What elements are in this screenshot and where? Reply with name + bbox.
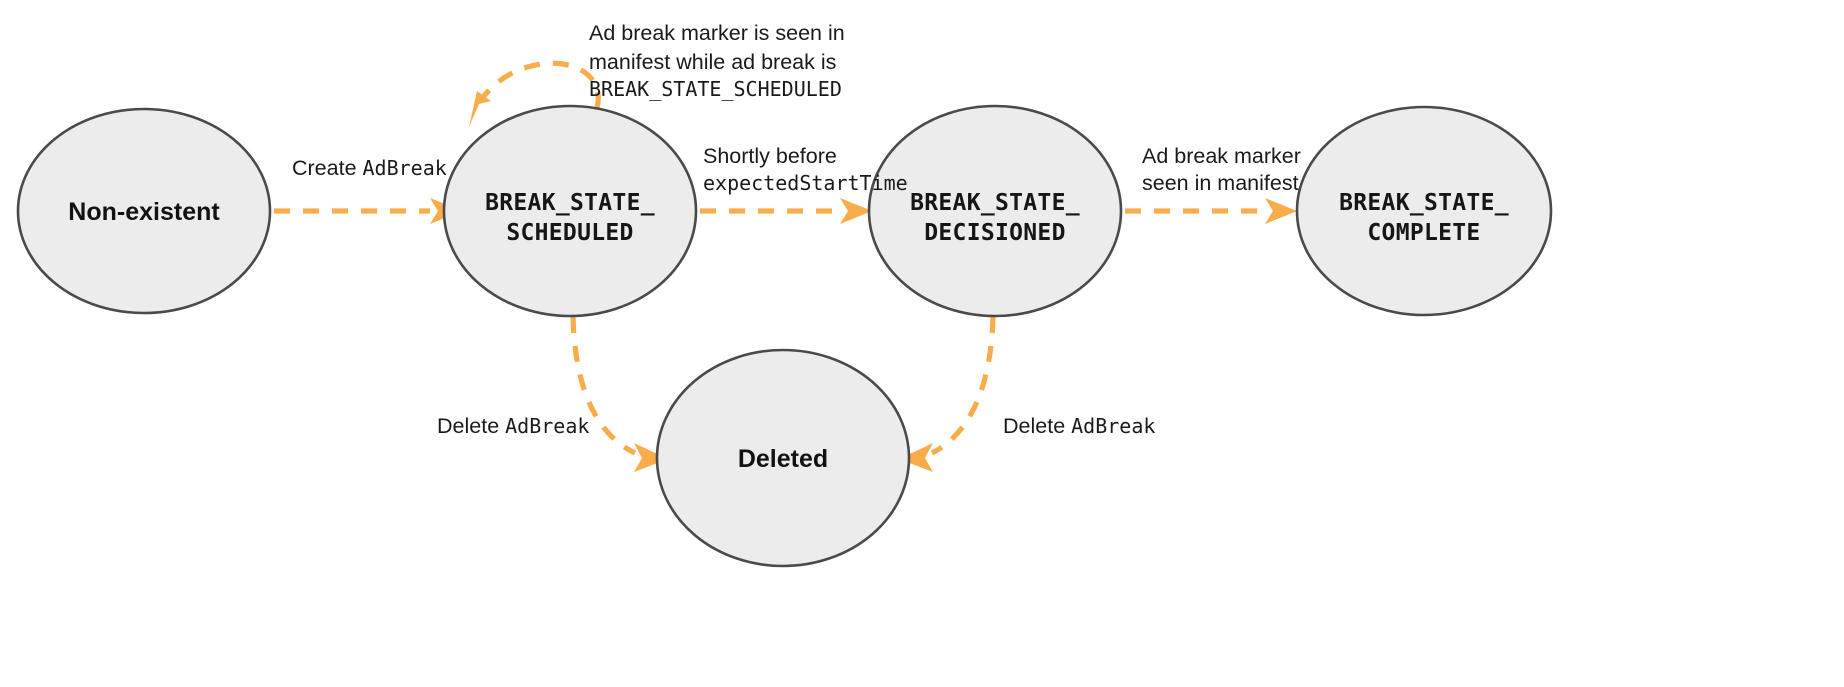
edge-scheduled-to-deleted-arrowhead: [634, 443, 668, 472]
node-deleted-shape: [655, 348, 911, 568]
edge-label-decisioned-to-deleted: Delete AdBreak: [1003, 414, 1155, 438]
edge-label-scheduled-to-deleted-text: Delete AdBreak: [437, 414, 589, 438]
edge-label-scheduled-to-deleted: Delete AdBreak: [437, 414, 589, 438]
edge-label-scheduled-to-decisioned-line2: expectedStartTime: [703, 171, 908, 195]
annotation-line-3: BREAK_STATE_SCHEDULED: [589, 77, 842, 101]
node-non-existent[interactable]: Non-existent: [16, 107, 272, 315]
node-break-state-scheduled-label-line2: SCHEDULED: [506, 220, 633, 246]
edge-scheduled-to-decisioned[interactable]: [700, 198, 872, 224]
node-deleted-label: Deleted: [738, 445, 828, 473]
edge-scheduled-to-decisioned-arrowhead: [840, 198, 872, 224]
annotation-line-2: manifest while ad break is: [589, 50, 836, 74]
node-break-state-scheduled-shape: [442, 104, 698, 318]
node-non-existent-shape: [16, 107, 272, 315]
node-non-existent-label: Non-existent: [68, 198, 220, 226]
annotation-scheduled-self-loop: Ad break marker is seen in manifest whil…: [589, 21, 845, 101]
edge-scheduled-self-loop-arrowhead: [469, 91, 491, 127]
edge-label-create-adbreak-part1: Create: [292, 156, 363, 180]
edge-label-decisioned-to-complete: Ad break marker seen in manifest: [1142, 144, 1301, 195]
node-break-state-complete-label-line2: COMPLETE: [1367, 220, 1480, 246]
edge-decisioned-to-deleted[interactable]: [899, 316, 996, 472]
node-deleted[interactable]: Deleted: [655, 348, 911, 568]
edge-label-create-adbreak-text: Create AdBreak: [292, 156, 447, 180]
edge-label-scheduled-to-decisioned-line1: Shortly before: [703, 144, 837, 168]
edge-decisioned-to-deleted-arrowhead: [899, 443, 933, 472]
edge-scheduled-self-loop[interactable]: [469, 60, 601, 127]
node-break-state-complete-label-line1: BREAK_STATE_: [1339, 190, 1509, 216]
node-break-state-scheduled[interactable]: BREAK_STATE_ SCHEDULED: [442, 104, 698, 318]
edge-label-decisioned-to-complete-line1: Ad break marker: [1142, 144, 1301, 168]
node-break-state-complete-shape: [1295, 105, 1553, 317]
edge-create-adbreak[interactable]: [274, 198, 462, 224]
edge-decisioned-to-complete-arrowhead: [1265, 198, 1297, 224]
edge-label-scheduled-to-deleted-part1: Delete: [437, 414, 505, 438]
annotation-line-1: Ad break marker is seen in: [589, 21, 845, 45]
edge-label-create-adbreak-part2: AdBreak: [363, 156, 447, 180]
node-break-state-decisioned-shape: [867, 104, 1123, 318]
edge-label-scheduled-to-deleted-part2: AdBreak: [505, 414, 589, 438]
edge-label-decisioned-to-complete-line2: seen in manifest: [1142, 171, 1299, 195]
edge-decisioned-to-complete[interactable]: [1125, 198, 1297, 224]
node-break-state-decisioned[interactable]: BREAK_STATE_ DECISIONED: [867, 104, 1123, 318]
edge-label-decisioned-to-deleted-part1: Delete: [1003, 414, 1071, 438]
node-break-state-decisioned-label-line1: BREAK_STATE_: [910, 190, 1080, 216]
edge-scheduled-self-loop-path: [478, 60, 601, 109]
node-break-state-decisioned-label-line2: DECISIONED: [924, 220, 1065, 246]
node-break-state-scheduled-label-line1: BREAK_STATE_: [485, 190, 655, 216]
edge-label-decisioned-to-deleted-text: Delete AdBreak: [1003, 414, 1155, 438]
edge-scheduled-to-deleted[interactable]: [570, 316, 668, 472]
edge-label-scheduled-to-decisioned: Shortly before expectedStartTime: [703, 144, 908, 195]
edge-label-create-adbreak: Create AdBreak: [292, 156, 447, 180]
edge-label-decisioned-to-deleted-part2: AdBreak: [1071, 414, 1155, 438]
node-break-state-complete[interactable]: BREAK_STATE_ COMPLETE: [1295, 105, 1553, 317]
edge-decisioned-to-deleted-path: [930, 316, 996, 456]
edge-scheduled-to-deleted-path: [570, 316, 637, 456]
